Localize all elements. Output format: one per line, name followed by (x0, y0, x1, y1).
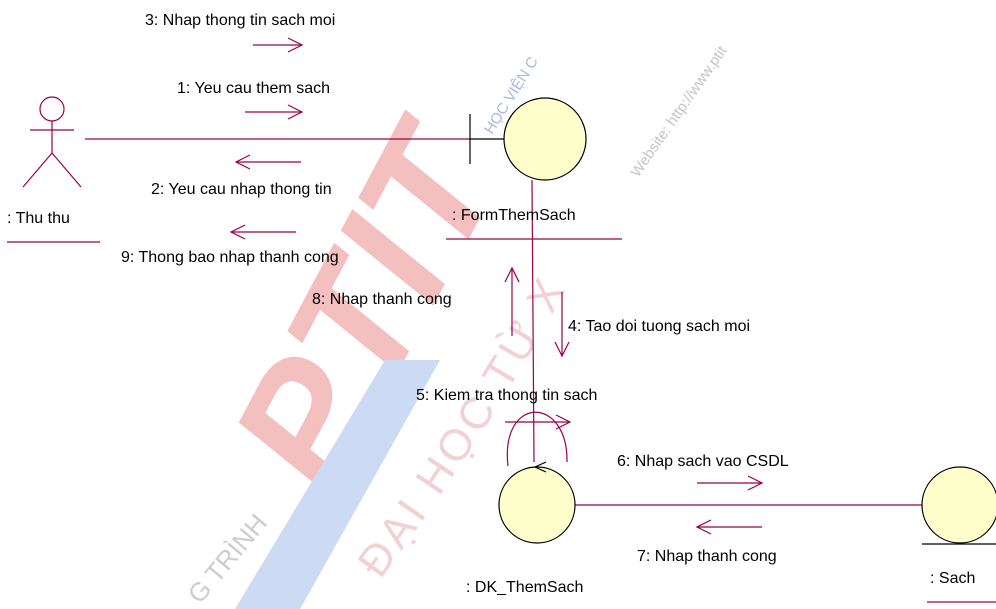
entity-circle (921, 466, 996, 544)
message-1: 1: Yeu cau them sach (177, 80, 330, 120)
watermark-blue-band (235, 360, 440, 609)
actor-left-leg (22, 152, 53, 188)
message-9-arrow-left-icon (229, 224, 296, 240)
message-8-arrow-up-icon (504, 266, 520, 336)
actor-right-leg (51, 152, 82, 188)
message-1-arrow-right-icon (245, 104, 304, 120)
message-3-label: 3: Nhap thong tin sach moi (145, 12, 335, 29)
message-1-label: 1: Yeu cau them sach (177, 80, 330, 97)
link-form-controller (531, 179, 535, 463)
message-5: 5: Kiem tra thong tin sach (416, 387, 597, 430)
message-7-label: 7: Nhap thanh cong (637, 548, 777, 565)
actor-head (39, 96, 65, 122)
entity-sach[interactable]: : Sach (921, 466, 996, 603)
message-3-arrow-right-icon (253, 37, 304, 53)
message-2: 2: Yeu cau nhap thong tin (151, 154, 332, 198)
message-9: 9: Thong bao nhap thanh cong (121, 224, 339, 266)
message-2-arrow-left-icon (234, 154, 301, 170)
message-5-arrow-right-icon (505, 414, 572, 430)
message-8-label: 8: Nhap thanh cong (312, 291, 452, 308)
message-8: 8: Nhap thanh cong (312, 266, 520, 336)
message-7: 7: Nhap thanh cong (637, 519, 777, 565)
control-arrowhead (533, 461, 547, 473)
form-label: : FormThemSach (452, 207, 576, 224)
actor-thu-thu[interactable]: : Thu thu (7, 96, 100, 243)
message-6-label: 6: Nhap sach vao CSDL (617, 453, 789, 470)
message-6-arrow-right-icon (697, 475, 764, 491)
self-link-controller (506, 411, 568, 467)
message-5-label: 5: Kiem tra thong tin sach (416, 387, 597, 404)
actor-label: : Thu thu (7, 210, 70, 227)
boundary-circle (503, 97, 587, 181)
message-6: 6: Nhap sach vao CSDL (617, 453, 789, 491)
message-2-label: 2: Yeu cau nhap thong tin (151, 181, 332, 198)
message-4: 4: Tao doi tuong sach moi (554, 292, 750, 358)
message-7-arrow-left-icon (695, 519, 762, 535)
control-dk-them-sach[interactable]: : DK_ThemSach (466, 461, 583, 596)
entity-label: : Sach (930, 570, 975, 587)
boundary-form-them-sach[interactable]: : FormThemSach (446, 97, 622, 240)
watermark-website-text: Website: http://www.ptit (627, 42, 731, 180)
control-circle (498, 466, 576, 544)
controller-label: : DK_ThemSach (466, 579, 583, 596)
message-3: 3: Nhap thong tin sach moi (145, 12, 335, 53)
links (85, 138, 922, 506)
message-4-label: 4: Tao doi tuong sach moi (568, 318, 750, 335)
message-9-label: 9: Thong bao nhap thanh cong (121, 249, 339, 266)
message-4-arrow-down-icon (554, 292, 570, 358)
